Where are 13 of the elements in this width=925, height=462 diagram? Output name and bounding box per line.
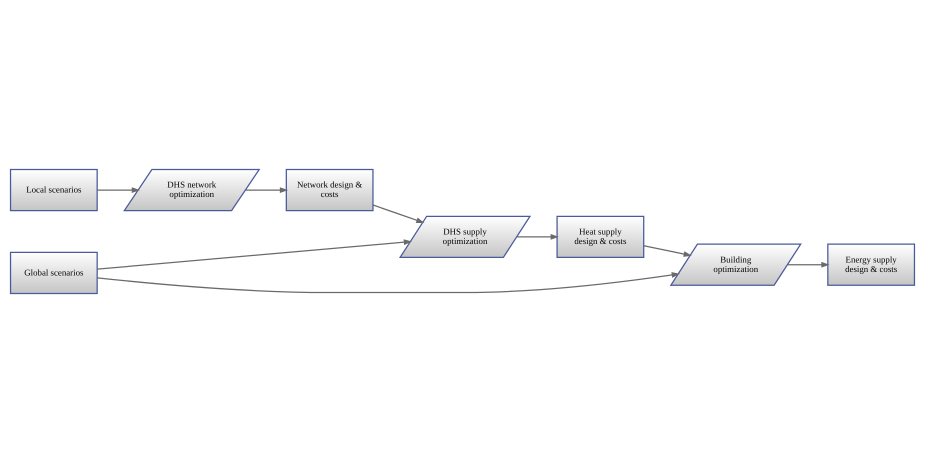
arrow: [644, 244, 692, 256]
arrow: [788, 261, 830, 268]
node-box: Local scenarios: [10, 168, 98, 211]
arrow: [97, 272, 680, 293]
arrow: [516, 234, 559, 240]
arrow: [97, 238, 412, 270]
node-box: Network design & costs: [286, 168, 374, 211]
node-box: Energy supply design & costs: [827, 243, 916, 286]
node-box: Heat supply design & costs: [556, 215, 644, 258]
node-box: Global scenarios: [10, 251, 98, 294]
arrow: [97, 186, 140, 192]
arrow: [372, 204, 424, 222]
arrow: [245, 186, 288, 192]
